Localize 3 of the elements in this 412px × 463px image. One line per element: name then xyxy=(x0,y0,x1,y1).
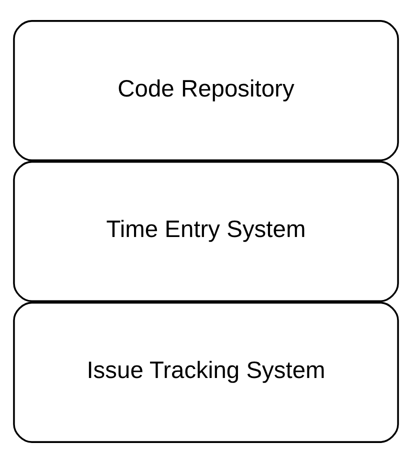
node-box: Time Entry System xyxy=(13,160,399,302)
node-box: Issue Tracking System xyxy=(13,302,399,443)
node-box: Code Repository xyxy=(13,20,399,162)
